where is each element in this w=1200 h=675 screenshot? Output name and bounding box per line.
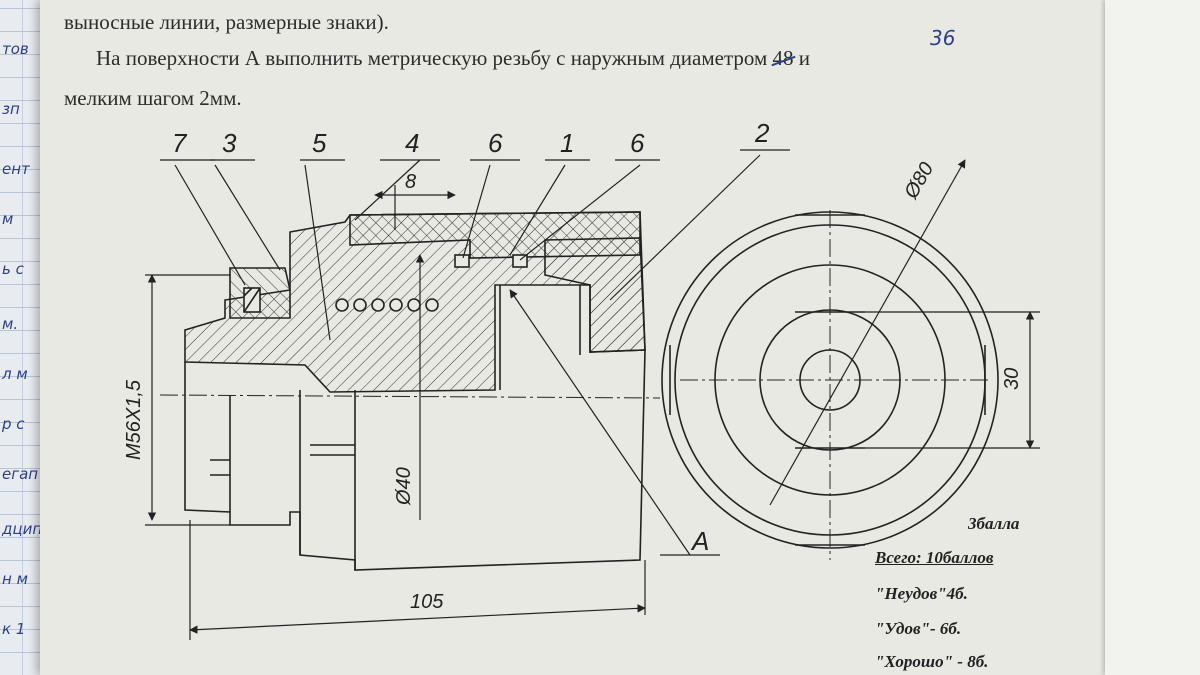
handwriting-fragment: м. xyxy=(2,315,19,333)
instruction-conjunction: и xyxy=(793,46,811,70)
dim-8: 8 xyxy=(405,171,416,193)
instruction-line-1: выносные линии, размерные знаки). xyxy=(64,10,389,34)
handwriting-fragment: н м xyxy=(2,570,28,588)
label-part-2: 2 xyxy=(754,118,770,148)
handwriting-fragment: тов xyxy=(2,40,29,58)
dim-thread: M56X1,5 xyxy=(123,379,145,460)
section-view xyxy=(159,211,661,571)
drawing-labels: 7 3 5 4 6 1 6 2 8 Ø80 30 M56X1,5 Ø40 105… xyxy=(123,118,1023,613)
struck-diameter: 48 xyxy=(772,46,794,70)
dim-30: 30 xyxy=(1001,368,1023,390)
grade-udov: "Удов"- 6б. xyxy=(875,619,962,638)
label-part-6b: 6 xyxy=(630,128,645,158)
dim-105: 105 xyxy=(410,591,444,613)
handwriting-fragment: ь с xyxy=(2,260,24,278)
seal-ring-mark xyxy=(243,287,261,313)
grade-horosho: "Хорошо" - 8б. xyxy=(875,652,989,671)
instruction-line-2: На поверхности А выполнить метрическую р… xyxy=(96,46,810,71)
label-part-1: 1 xyxy=(560,128,574,158)
dim-80: Ø80 xyxy=(900,159,938,204)
handwritten-correction: 36 xyxy=(930,26,956,50)
notebook-handwriting: тов зп ент м ь с м. л м р с егап дцип н … xyxy=(0,0,60,675)
handwriting-fragment: к 1 xyxy=(2,620,26,638)
total-label: Всего: 10баллов xyxy=(875,548,994,567)
label-part-5: 5 xyxy=(312,128,327,158)
o-ring-left xyxy=(454,254,470,268)
leader-lines xyxy=(145,149,1040,640)
dim-40: Ø40 xyxy=(393,467,415,506)
o-ring-right xyxy=(512,254,528,268)
label-part-7: 7 xyxy=(172,128,188,158)
handwriting-fragment: егап xyxy=(2,465,39,483)
handwriting-fragment: м xyxy=(2,210,14,228)
instruction-line-3: мелким шагом 2мм. xyxy=(64,86,242,110)
label-part-6a: 6 xyxy=(488,128,503,158)
grade-neudov: "Неудов"4б. xyxy=(875,584,968,603)
handwriting-fragment: дцип xyxy=(2,520,43,538)
label-part-3: 3 xyxy=(222,128,237,158)
end-view xyxy=(661,210,999,560)
points-label: 3балла xyxy=(968,514,1020,533)
center-axis xyxy=(159,394,661,399)
handwriting-fragment: р с xyxy=(2,415,25,433)
instruction-text: На поверхности А выполнить метрическую р… xyxy=(96,46,768,70)
handwriting-fragment: зп xyxy=(2,100,20,118)
spring-coils xyxy=(335,298,439,312)
handwriting-fragment: ент xyxy=(2,160,30,178)
flange-section xyxy=(544,237,646,353)
handwriting-fragment: л м xyxy=(2,365,28,383)
next-sheet xyxy=(1105,0,1200,675)
housing-outline xyxy=(184,349,646,571)
label-part-4: 4 xyxy=(405,128,419,158)
label-surface-a: A xyxy=(690,526,709,556)
